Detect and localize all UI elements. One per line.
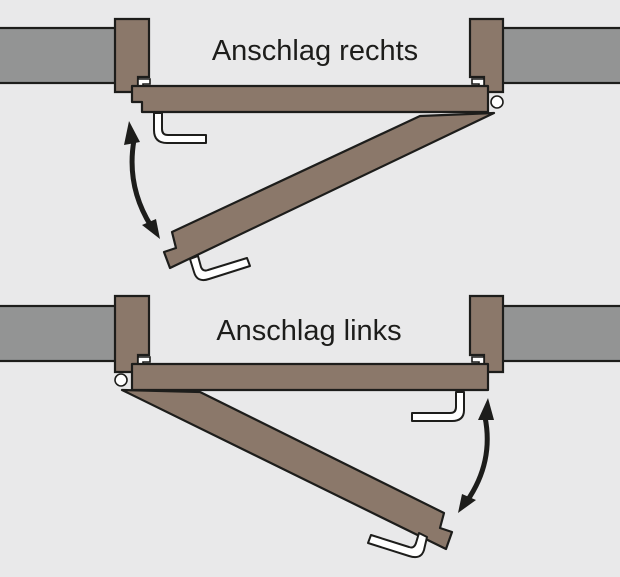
door-leaf-closed-top — [130, 84, 490, 114]
door-leaf-open-top — [162, 111, 496, 270]
hinge-left-icon — [114, 373, 128, 387]
anschlag-rechts-section: Anschlag rechts — [0, 17, 620, 282]
wall-left-top — [0, 26, 127, 85]
door-leaf-open-bottom — [120, 388, 454, 551]
door-handle-closed-top-icon — [153, 112, 207, 144]
wall-right-top — [492, 26, 620, 85]
anschlag-links-section: Anschlag links — [0, 294, 620, 559]
hinge-right-icon — [490, 95, 504, 109]
door-leaf-closed-bottom — [130, 362, 490, 392]
door-frame-left-bottom — [113, 294, 151, 374]
door-frame-left-top — [113, 17, 151, 94]
door-handle-open-top-icon — [189, 255, 251, 282]
door-handle-open-bottom-icon — [367, 532, 428, 559]
wall-left-bottom — [0, 304, 127, 363]
label-anschlag-links: Anschlag links — [216, 315, 401, 347]
wall-right-bottom — [492, 304, 620, 363]
swing-arrow-top-icon — [124, 121, 160, 239]
swing-arrow-bottom-icon — [458, 398, 494, 513]
label-anschlag-rechts: Anschlag rechts — [212, 35, 418, 67]
door-handle-closed-bottom-icon — [411, 391, 465, 422]
